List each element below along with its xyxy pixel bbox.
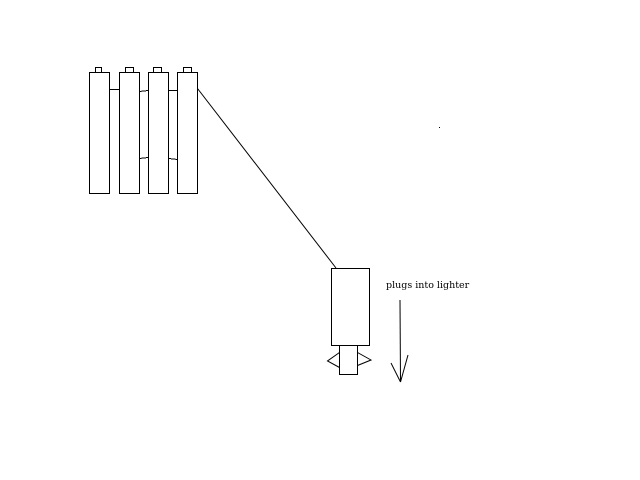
plug-spring-contact-left [326,352,340,368]
lighter-plug [326,268,373,375]
battery-body [89,72,110,194]
arrow-head-right [400,354,409,383]
battery-body [119,72,140,194]
battery-cell [119,67,140,194]
connector-wire [139,90,149,92]
battery-body [177,72,198,194]
battery-terminal [153,67,162,73]
battery-cell [148,67,169,194]
lead-wire [197,88,337,269]
connector-wire [168,158,178,160]
battery-pack [89,67,198,194]
annotation-label: plugs into lighter [386,280,470,291]
cell-connectors [109,89,178,160]
battery-body [148,72,169,194]
plug-spring-contact-right [357,352,373,366]
arrow-shaft [399,299,401,383]
battery-terminal [95,67,102,73]
battery-terminal [125,67,134,73]
down-arrow-icon [390,299,409,383]
stray-dot [439,127,440,128]
battery-cell [177,67,198,194]
plug-body [331,268,370,346]
connector-wire [139,157,149,159]
arrow-head-left [390,362,401,383]
battery-cell [89,67,110,194]
plug-tip [339,345,358,375]
battery-terminal [183,67,192,73]
